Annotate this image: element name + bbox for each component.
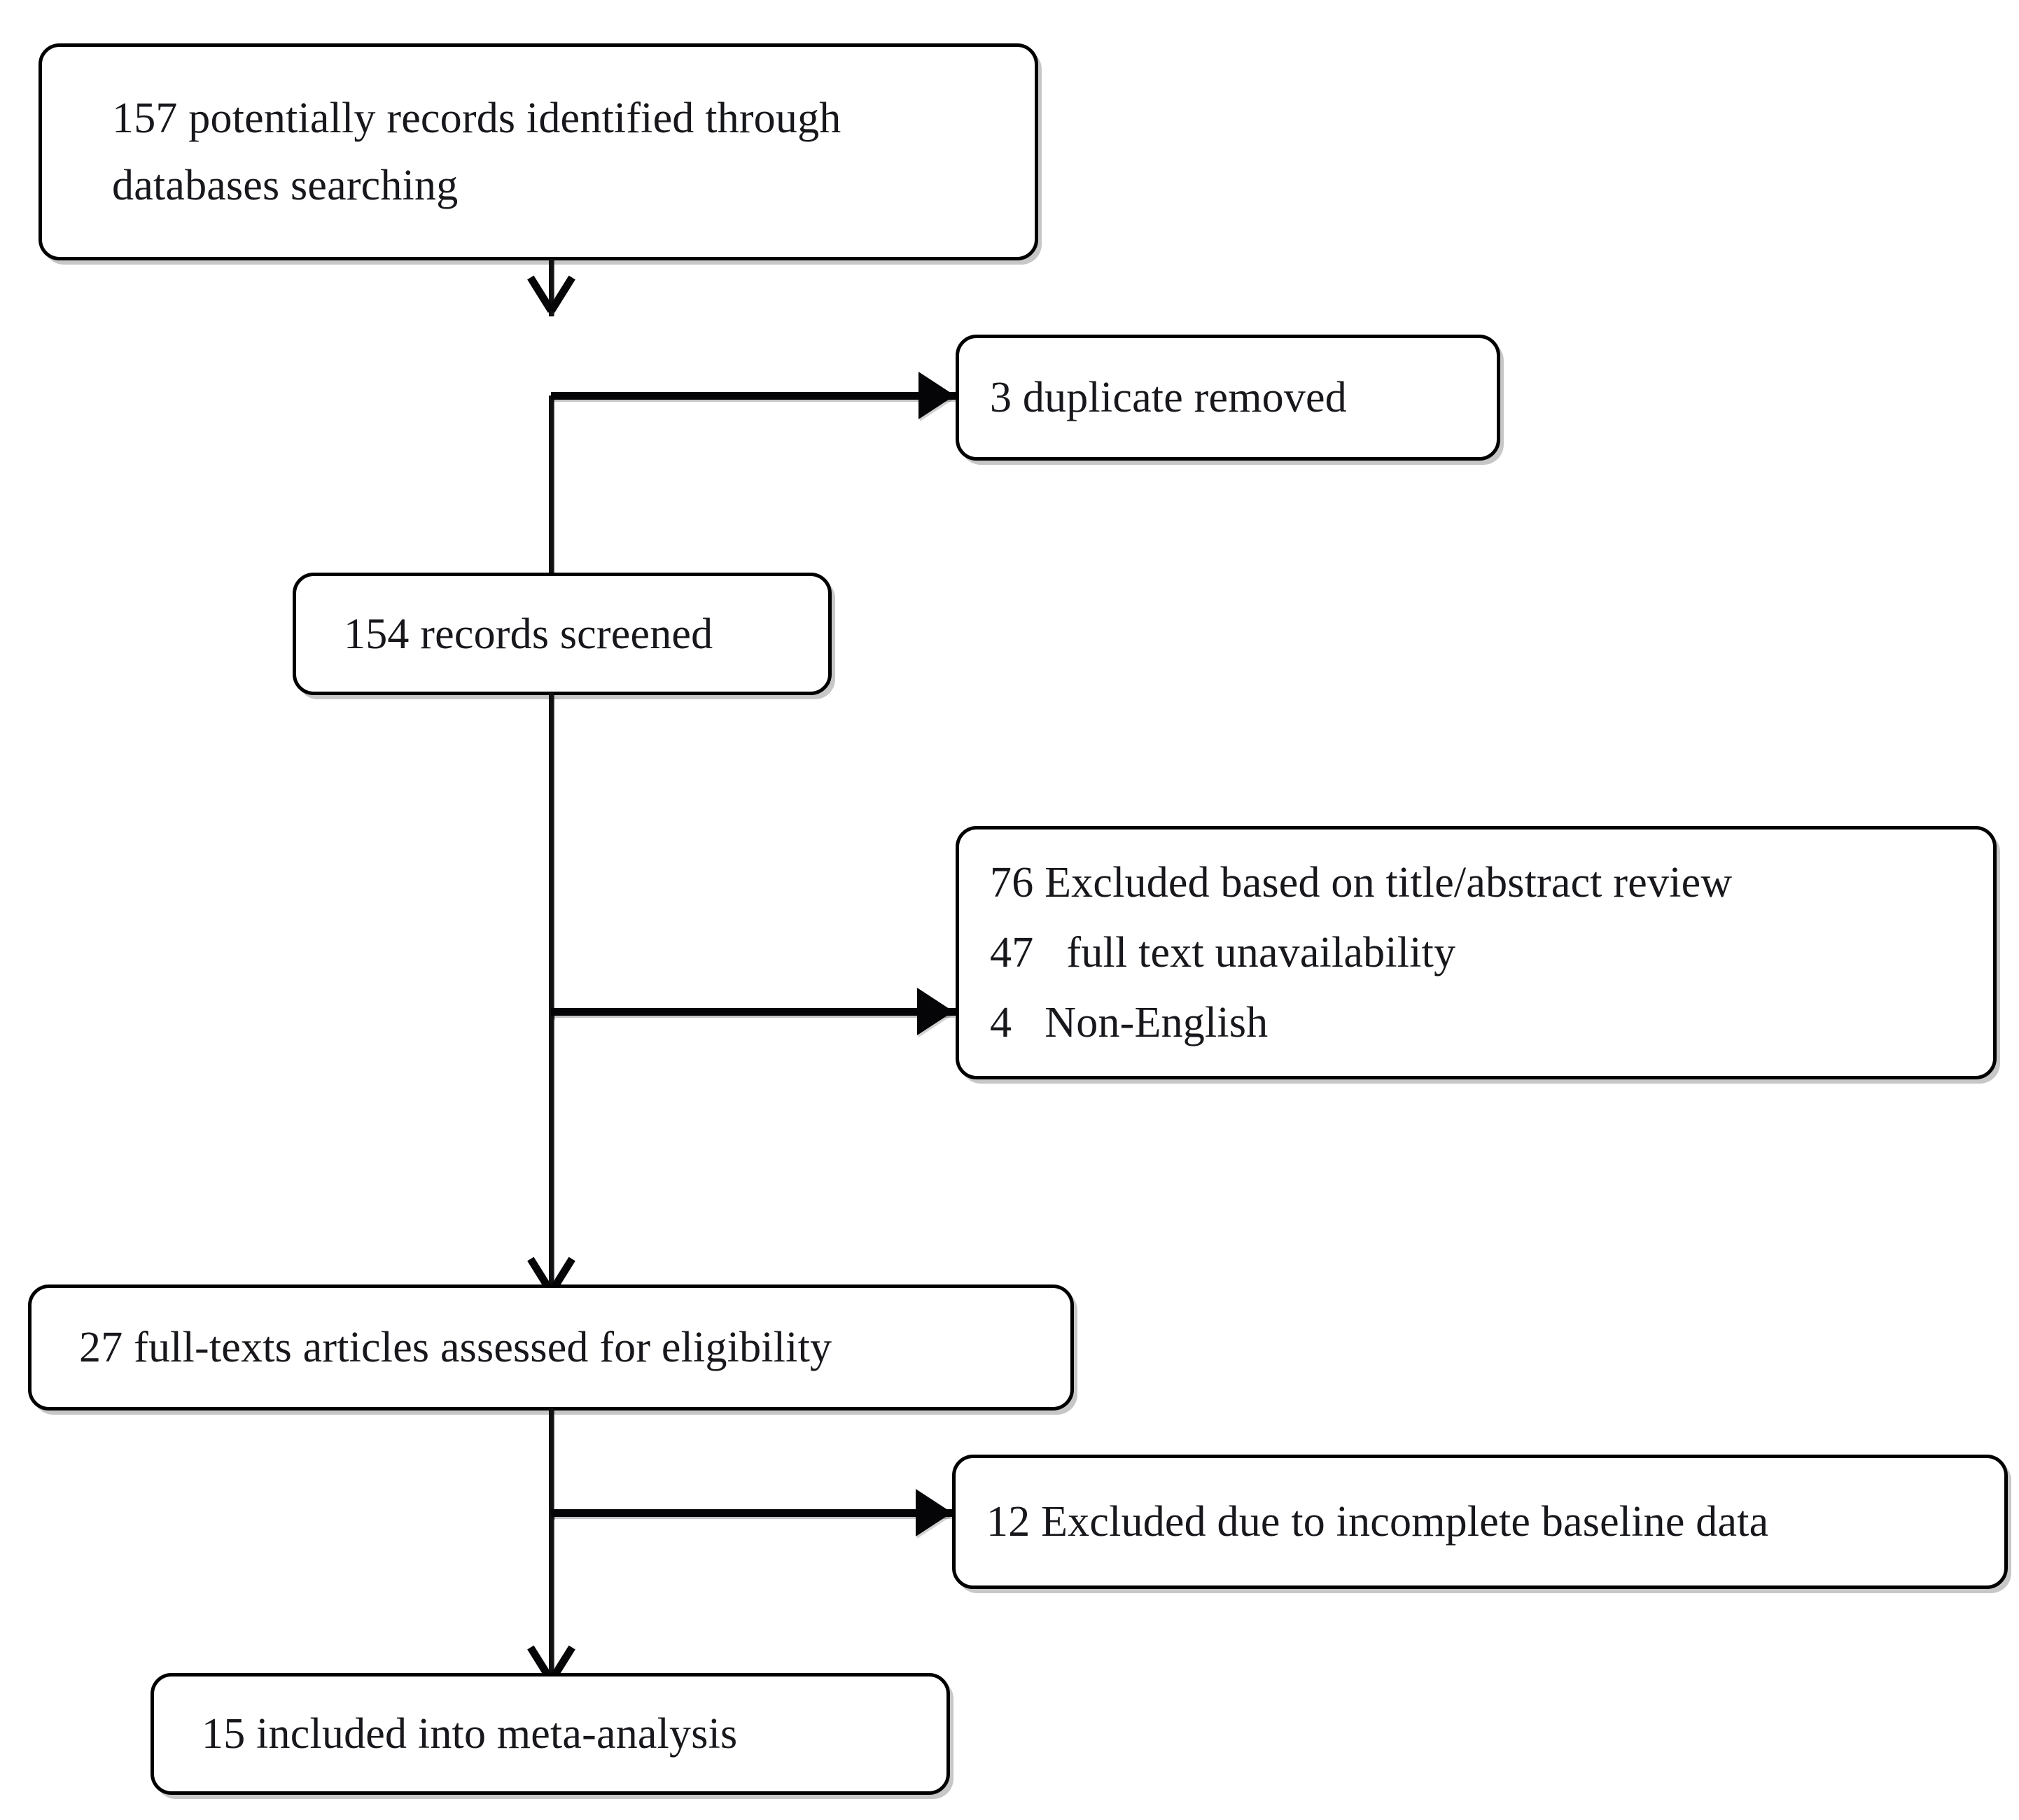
- connector-branch-to-screened: [549, 396, 554, 579]
- box-included-meta-analysis-line-1: 15 included into meta-analysis: [202, 1710, 738, 1758]
- box-duplicate-removed: 3 duplicate removed: [956, 335, 1500, 461]
- box-duplicate-removed-line-1: 3 duplicate removed: [990, 374, 1347, 421]
- box-included-meta-analysis: 15 included into meta-analysis: [151, 1673, 950, 1795]
- arrow-right-icon-to-duplicate-removed: [918, 372, 955, 419]
- box-excluded-title-abstract-line-1: 76 Excluded based on title/abstract revi…: [990, 859, 1733, 906]
- connector-branch-to-included: [549, 1512, 554, 1688]
- box-records-screened-line-1: 154 records screened: [344, 610, 713, 658]
- connector-screened-to-branch: [549, 693, 554, 1021]
- box-records-screened: 154 records screened: [293, 573, 832, 695]
- box-excluded-baseline-data: 12 Excluded due to incomplete baseline d…: [952, 1455, 2008, 1589]
- connector-identified-to-branch: [549, 259, 554, 316]
- box-excluded-title-abstract-line-2: 47 full text unavailability: [990, 929, 1456, 976]
- box-full-text-assessed-line-1: 27 full-texts articles assessed for elig…: [79, 1324, 832, 1371]
- box-excluded-title-abstract: 76 Excluded based on title/abstract revi…: [956, 826, 1997, 1079]
- connector-full-text-to-branch: [549, 1408, 554, 1520]
- box-records-identified-line-1: 157 potentially records identified throu…: [112, 94, 841, 142]
- box-excluded-title-abstract-line-3: 4 Non-English: [990, 999, 1269, 1046]
- box-records-identified-line-2: databases searching: [112, 162, 459, 209]
- connector-to-excluded-baseline-data: [551, 1509, 954, 1517]
- connector-to-duplicate-removed: [551, 392, 957, 400]
- box-excluded-baseline-data-line-1: 12 Excluded due to incomplete baseline d…: [986, 1498, 1769, 1546]
- box-records-identified: 157 potentially records identified throu…: [39, 43, 1038, 260]
- arrow-right-icon-to-excluded-baseline-data: [916, 1489, 952, 1536]
- arrow-right-icon-to-excluded-title-abstract: [917, 988, 953, 1035]
- box-full-text-assessed: 27 full-texts articles assessed for elig…: [28, 1284, 1074, 1410]
- connector-to-excluded-title-abstract: [551, 1008, 956, 1016]
- connector-branch-to-full-text: [549, 1011, 554, 1293]
